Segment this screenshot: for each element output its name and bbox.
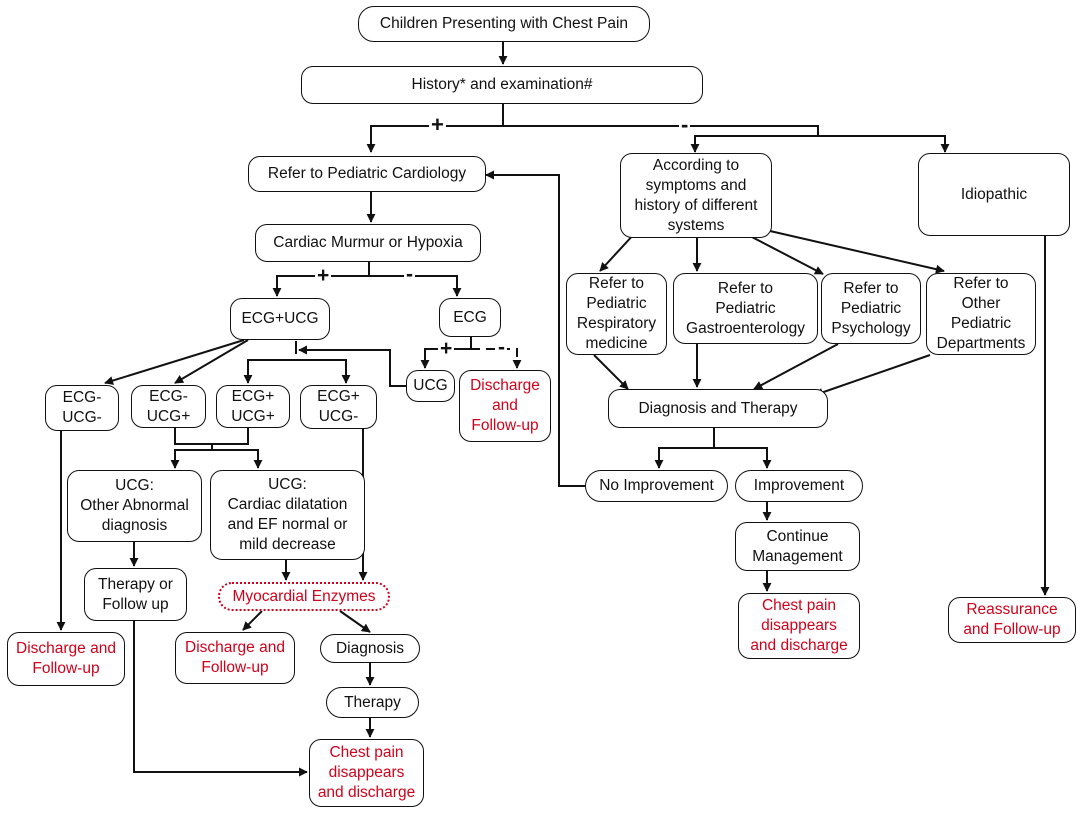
therapy-follow-node: Therapy or Follow up: [84, 568, 187, 621]
refer-cardiology-node: Refer to Pediatric Cardiology: [248, 156, 486, 192]
ecg-neg-ucg-pos-node: ECG- UCG+: [131, 385, 206, 428]
connector-history-positive: [366, 125, 503, 153]
ecg-ucg-node: ECG+UCG: [230, 298, 330, 340]
symptoms-node: According to symptoms and history of dif…: [620, 153, 772, 238]
connector-merge-other: [170, 449, 212, 469]
idiopathic-node: Idiopathic: [918, 153, 1070, 236]
discharge-left-node: Discharge and Follow-up: [7, 632, 125, 686]
connector-ecgucg-1: [104, 339, 245, 385]
ucg-other-node: UCG: Other Abnormal diagnosis: [67, 470, 202, 542]
refer-gastro-node: Refer to Pediatric Gastroenterology: [673, 273, 818, 344]
connector-murmur-negative: [369, 275, 462, 297]
connector-negative-idiopathic: [818, 135, 950, 153]
connector-symptoms-respiratory: [599, 232, 636, 272]
refer-respiratory-node: Refer to Pediatric Respiratory medicine: [566, 273, 667, 355]
ecg-pos-ucg-neg-node: ECG+ UCG-: [300, 385, 377, 429]
diagnosis-node: Diagnosis: [320, 634, 420, 663]
connector-history-negative: [503, 125, 819, 136]
history-positive-sign: +: [429, 112, 446, 137]
history-node: History* and examination#: [301, 66, 703, 104]
ecg-neg-ucg-neg-node: ECG- UCG-: [45, 385, 119, 431]
connector-myocardial-diagnosis: [339, 610, 371, 633]
refer-psychology-node: Refer to Pediatric Psychology: [821, 273, 921, 344]
diagnosis-therapy-node: Diagnosis and Therapy: [608, 389, 828, 428]
connector-therapy-chestpain: [133, 621, 308, 777]
connector-other-diagnosis: [814, 354, 931, 397]
connector-ecgucg-2: [174, 339, 249, 384]
ecg-node: ECG: [439, 298, 501, 337]
history-negative-sign: -: [679, 112, 691, 137]
refer-other-node: Refer to Other Pediatric Departments: [926, 273, 1036, 355]
connector-myocardial-discharge: [242, 610, 263, 631]
connector-symptoms-other: [769, 230, 945, 274]
no-improvement-node: No Improvement: [585, 470, 728, 502]
start-node: Children Presenting with Chest Pain: [358, 6, 650, 42]
therapy-node: Therapy: [326, 687, 419, 718]
discharge-ecg-node: Discharge and Follow-up: [459, 370, 551, 442]
discharge-mid-node: Discharge and Follow-up: [175, 632, 295, 684]
connector-ucg-feedback: [298, 345, 406, 387]
chest-pain-left-node: Chest pain disappears and discharge: [309, 739, 424, 807]
ucg-node: UCG: [406, 370, 455, 402]
ecg-pos-ucg-pos-node: ECG+ UCG+: [216, 385, 290, 428]
connector-psychology-diagnosis: [753, 343, 839, 390]
ucg-dilatation-node: UCG: Cardiac dilatation and EF normal or…: [210, 470, 365, 560]
connector-ecg-negative: [471, 348, 522, 369]
connector-negative-symptoms: [690, 135, 818, 153]
ecg-positive-sign: +: [438, 337, 455, 360]
connector-ucg-merge-left: [174, 428, 249, 445]
murmur-node: Cardiac Murmur or Hypoxia: [255, 224, 481, 262]
connector-symptoms-psychology: [749, 235, 824, 275]
connector-noimprovement-feedback: [485, 170, 585, 487]
murmur-positive-sign: +: [315, 264, 332, 287]
connector-respiratory-diagnosis: [593, 354, 629, 390]
improvement-node: Improvement: [735, 470, 863, 502]
murmur-negative-sign: -: [404, 263, 415, 286]
ecg-negative-sign: -: [496, 336, 507, 359]
reassurance-node: Reassurance and Follow-up: [948, 597, 1076, 643]
continue-management-node: Continue Management: [735, 522, 860, 571]
connector-diagnosis-improvement: [714, 447, 772, 469]
chest-pain-right-node: Chest pain disappears and discharge: [738, 593, 860, 659]
connector-ecg-positive: [420, 348, 471, 369]
connector-merge-dilatation: [212, 449, 263, 469]
connector-bus-4: [295, 359, 351, 384]
connector-bus-3: [243, 359, 295, 384]
myocardial-enzymes-node: Myocardial Enzymes: [218, 582, 390, 611]
connector-murmur-positive: [272, 275, 369, 297]
connector-diagnosis-noimprovement: [654, 447, 714, 469]
